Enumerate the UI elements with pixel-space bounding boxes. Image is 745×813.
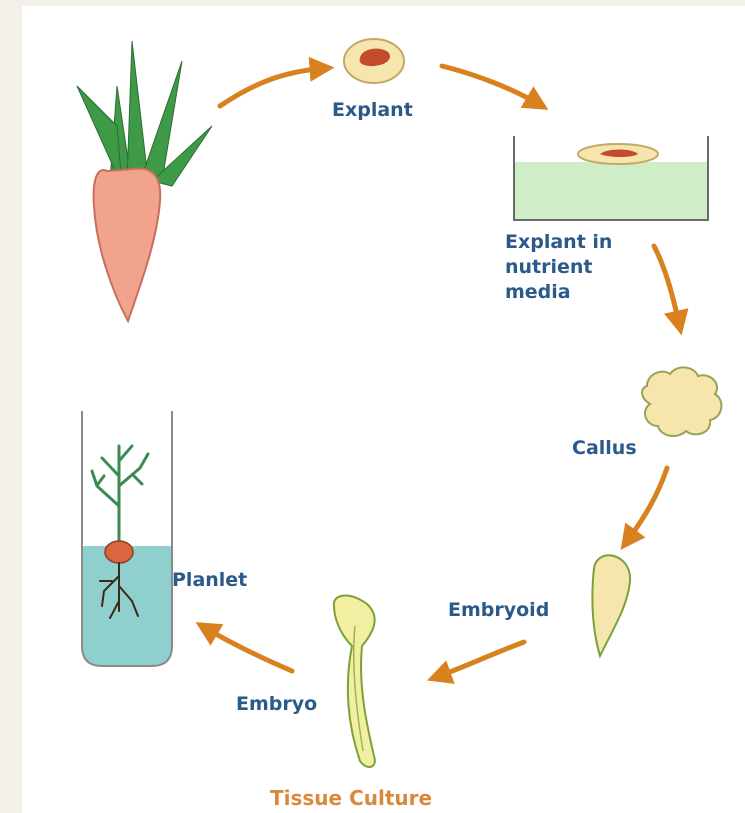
label-embryo: Embryo xyxy=(236,692,317,717)
label-explant-in-nutrient-media: Explant in nutrient media xyxy=(505,230,612,305)
diagram-canvas: Explant Explant in nutrient media Callus… xyxy=(22,6,745,813)
arrow-media-to-callus xyxy=(654,246,680,328)
explant-illustration xyxy=(344,39,404,83)
callus-illustration xyxy=(642,367,721,436)
test-tube-plantlet xyxy=(82,411,172,666)
embryo-illustration xyxy=(334,596,375,767)
nutrient-media-tray xyxy=(514,136,708,220)
diagram-title: Tissue Culture xyxy=(270,786,432,811)
arrow-carrot-to-explant xyxy=(220,68,327,106)
label-callus: Callus xyxy=(572,436,637,461)
label-planlet: Planlet xyxy=(172,568,247,593)
embryoid-illustration xyxy=(592,555,630,656)
arrow-callus-to-embryoid xyxy=(625,468,667,544)
arrow-embryoid-to-embryo xyxy=(434,642,524,678)
arrow-explant-to-media xyxy=(442,66,542,106)
carrot-illustration xyxy=(77,41,212,321)
label-explant: Explant xyxy=(332,98,413,123)
tissue-culture-diagram xyxy=(22,6,745,813)
arrow-embryo-to-planlet xyxy=(202,626,292,671)
label-embryoid: Embryoid xyxy=(448,598,549,623)
